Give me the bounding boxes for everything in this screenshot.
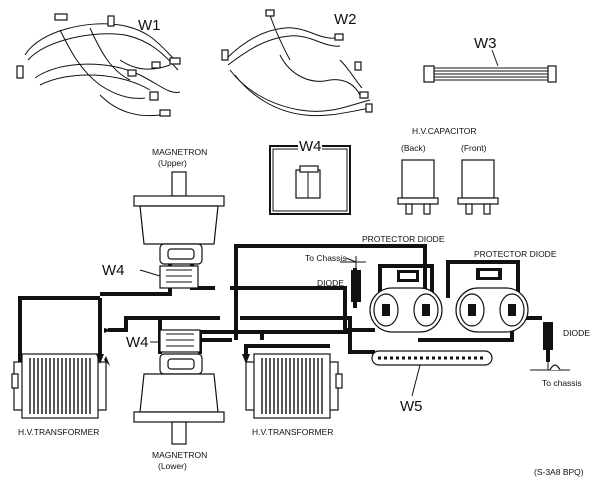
hv-transformer-left [11,353,107,419]
label-w5: W5 [400,398,423,415]
magnetron-lower [133,353,225,445]
w4-part-box [269,139,351,215]
hv-transformer-right [245,353,343,419]
label-to-chassis-upper: To Chassis [305,253,347,263]
harness-w2 [221,9,373,117]
label-magnetron-lower-sub: (Lower) [158,461,187,471]
label-w4-lower: W4 [126,334,149,351]
figure-code: (S-3A8 BPQ) [534,467,584,477]
hv-capacitor-front [457,159,499,215]
label-w4-box: W4 [299,138,322,155]
label-magnetron-upper-sub: (Upper) [158,158,187,168]
label-protector-diode-upper: PROTECTOR DIODE [362,234,445,244]
label-w3: W3 [474,35,497,52]
label-hv-transformer-left: H.V.TRANSFORMER [18,427,99,437]
label-w2: W2 [334,11,357,28]
w4-clamp-upper [139,265,199,289]
chassis-ground-right [530,362,570,371]
label-hv-capacitor: H.V.CAPACITOR [412,126,477,136]
label-w1: W1 [138,17,161,34]
label-magnetron-upper: MAGNETRON [152,147,207,157]
label-to-chassis-right: To chassis [542,378,582,388]
label-diode-upper: DIODE [317,278,344,288]
capacitor-front-schematic [455,287,529,333]
magnetron-upper [133,171,225,265]
harness-w3 [423,49,557,83]
w5-tube [371,350,493,397]
label-w4-upper: W4 [102,262,125,279]
protector-diode-upper [397,270,419,282]
label-hv-transformer-right: H.V.TRANSFORMER [252,427,333,437]
label-capacitor-back: (Back) [401,143,426,153]
diode-right [543,322,553,350]
label-magnetron-lower: MAGNETRON [152,450,207,460]
label-capacitor-front: (Front) [461,143,487,153]
capacitor-back-schematic [369,287,443,333]
label-diode-right: DIODE [563,328,590,338]
w4-clamp-lower [150,329,201,353]
label-protector-diode-right: PROTECTOR DIODE [474,249,557,259]
diode-upper [351,256,361,302]
harness-w1 [16,13,181,117]
protector-diode-right [476,268,502,280]
hv-capacitor-back [397,159,439,215]
